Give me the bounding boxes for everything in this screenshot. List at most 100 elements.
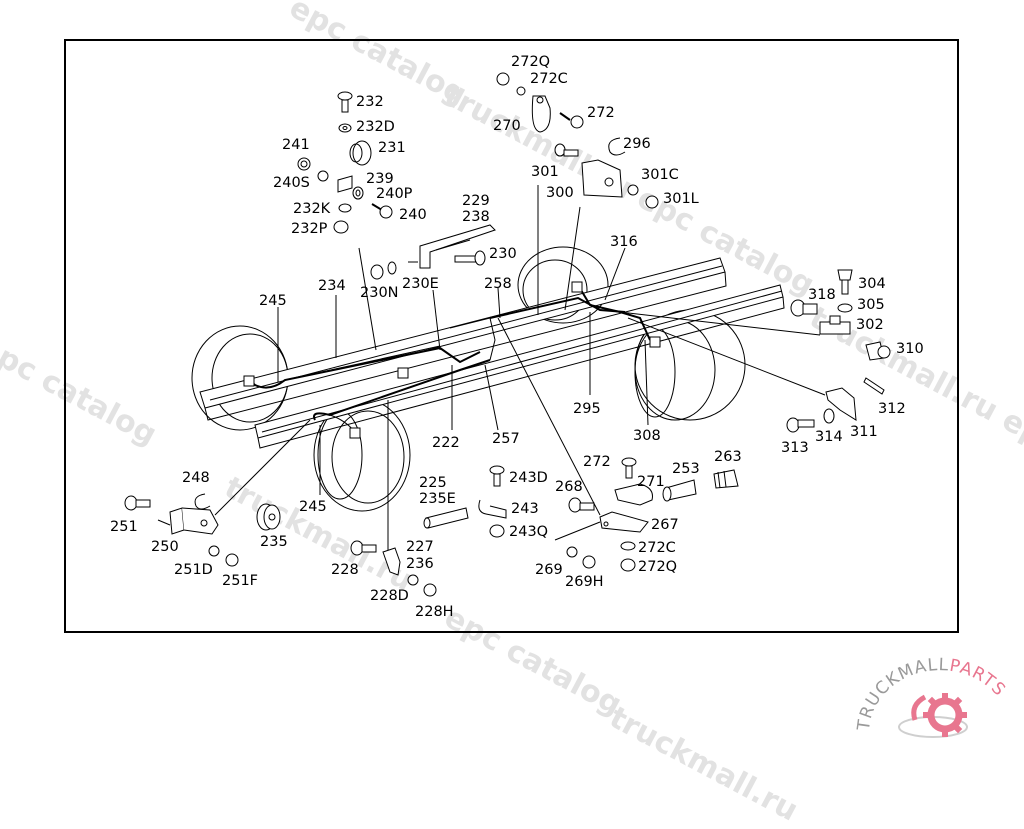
fitting-icon [713,469,739,489]
fitting-icon [865,341,891,361]
part-label[interactable]: 240P [376,186,413,202]
lock-washer-icon [208,545,220,557]
part-label[interactable]: 272C [530,71,568,87]
part-label[interactable]: 269H [565,574,604,590]
part-label[interactable]: 301C [641,167,679,183]
part-label[interactable]: 243Q [509,524,548,540]
part-label[interactable]: 267 [651,517,679,533]
sleeve-icon [423,507,469,529]
part-label[interactable]: 230N [360,285,399,301]
plate-bracket-icon [581,159,623,198]
lock-washer-icon [407,574,419,586]
part-label[interactable]: 235E [419,491,456,507]
clip-icon [194,493,211,510]
part-label[interactable]: 318 [808,287,836,303]
brake-lines [243,281,661,439]
part-label[interactable]: 251D [174,562,213,578]
screw-icon [489,465,505,487]
part-label[interactable]: 227 [406,539,434,555]
part-label[interactable]: 228 [331,562,359,578]
mounting-bracket-icon [419,224,496,269]
part-label[interactable]: 232D [356,119,395,135]
lock-washer-icon [317,170,329,182]
part-label[interactable]: 236 [406,556,434,572]
hex-nut-icon [333,220,349,234]
plate-bracket-icon [599,511,649,533]
part-label[interactable]: 314 [815,429,843,445]
nut-icon [370,264,384,280]
part-label[interactable]: 272 [583,454,611,470]
part-label[interactable]: 304 [858,276,886,292]
part-label[interactable]: 235 [260,534,288,550]
part-label[interactable]: 300 [546,185,574,201]
bracket-icon [382,547,401,576]
part-label[interactable]: 272C [638,540,676,556]
part-label[interactable]: 243D [509,470,548,486]
part-label[interactable]: 308 [633,428,661,444]
part-label[interactable]: 251 [110,519,138,535]
part-label[interactable]: 272Q [638,559,677,575]
lock-washer-icon [627,184,639,196]
spring-washer-icon [338,203,352,213]
bracket-icon [337,175,353,193]
part-label[interactable]: 229 [462,193,490,209]
part-label[interactable]: 225 [419,475,447,491]
part-label[interactable]: 296 [623,136,651,152]
part-label[interactable]: 272 [587,105,615,121]
part-label[interactable]: 232P [291,221,328,237]
part-label[interactable]: 248 [182,470,210,486]
part-label[interactable]: 268 [555,479,583,495]
bracket-icon [169,507,219,535]
lock-washer-icon [516,86,526,96]
part-label[interactable]: 270 [493,118,521,134]
part-label[interactable]: 316 [610,234,638,250]
part-label[interactable]: 240 [399,207,427,223]
part-label[interactable]: 245 [299,499,327,515]
part-label[interactable]: 312 [878,401,906,417]
part-label[interactable]: 250 [151,539,179,555]
part-label[interactable]: 251F [222,573,258,589]
part-label[interactable]: 234 [318,278,346,294]
part-label[interactable]: 313 [781,440,809,456]
screw-icon [337,91,353,113]
part-label[interactable]: 239 [366,171,394,187]
leader-lines [157,185,826,555]
bracket-icon [825,387,857,421]
part-label[interactable]: 240S [273,175,310,191]
part-label[interactable]: 232K [293,201,331,217]
part-label[interactable]: 232 [356,94,384,110]
part-label[interactable]: 253 [672,461,700,477]
part-label[interactable]: 311 [850,424,878,440]
nut-icon [645,195,659,209]
part-label[interactable]: 245 [259,293,287,309]
part-label[interactable]: 272Q [511,54,550,70]
part-label[interactable]: 263 [714,449,742,465]
nut-icon [423,583,437,597]
part-label[interactable]: 231 [378,140,406,156]
grommet-icon [256,503,281,531]
part-label[interactable]: 305 [857,297,885,313]
part-label[interactable]: 241 [282,137,310,153]
part-label[interactable]: 257 [492,431,520,447]
part-label[interactable]: 301 [531,164,559,180]
part-label[interactable]: 269 [535,562,563,578]
part-label[interactable]: 238 [462,209,490,225]
part-label[interactable]: 228H [415,604,454,620]
pin-icon [863,377,885,395]
nut-icon [297,157,311,171]
part-label[interactable]: 295 [573,401,601,417]
part-label[interactable]: 230E [402,276,439,292]
part-label[interactable]: 243 [511,501,539,517]
part-label[interactable]: 230 [489,246,517,262]
part-label[interactable]: 271 [637,474,665,490]
part-label[interactable]: 302 [856,317,884,333]
exploded-view-drawing: 232 232D 231 241 240S 239 240P 232K 240 … [110,54,924,620]
part-label[interactable]: 228D [370,588,409,604]
part-label[interactable]: 222 [432,435,460,451]
part-label[interactable]: 258 [484,276,512,292]
part-label[interactable]: 301L [663,191,699,207]
fitting-icon [790,299,818,317]
part-label[interactable]: 310 [896,341,924,357]
screw-icon [621,457,637,479]
hex-nut-icon [489,524,505,538]
